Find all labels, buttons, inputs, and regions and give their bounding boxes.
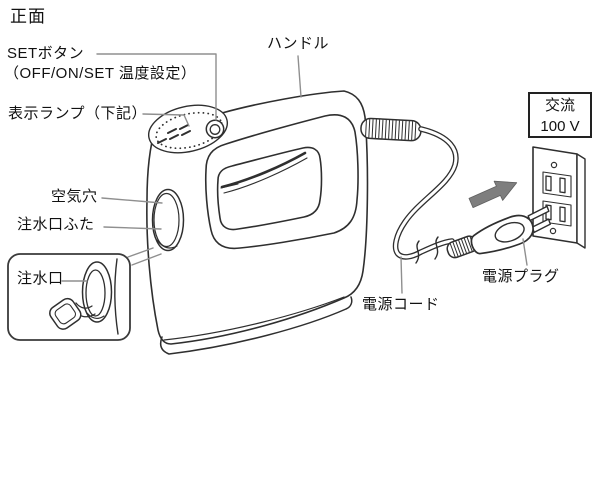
page-title: 正面	[10, 7, 46, 26]
leader-power-plug	[522, 238, 528, 266]
inlet-callout	[7, 247, 162, 341]
ac-voltage-line1: 交流	[544, 97, 575, 114]
outlet-socket-upper	[542, 171, 572, 198]
label-handle: ハンドル	[267, 35, 330, 52]
label-inlet: 注水口	[17, 270, 64, 287]
control-panel	[147, 104, 229, 154]
callout-wedge-lines	[127, 247, 162, 266]
leader-handle	[297, 55, 302, 98]
leader-inlet-lid	[103, 226, 162, 230]
indicator-lamps	[157, 124, 191, 144]
outlet-socket-lower	[542, 200, 572, 227]
label-power-plug: 電源プラグ	[482, 268, 560, 285]
cord-strain-relief	[360, 117, 422, 142]
label-display-lamp: 表示ランプ（下記）	[8, 105, 148, 122]
steamer-body	[146, 90, 369, 355]
label-set-button-line1: SETボタン	[7, 45, 85, 62]
wall-outlet	[532, 146, 586, 249]
label-air-hole: 空気穴	[51, 188, 98, 205]
inlet-detail	[49, 258, 119, 335]
label-power-cord: 電源コード	[362, 296, 440, 313]
leader-set-button	[96, 53, 217, 121]
label-set-button: SETボタン （OFF/ON/SET 温度設定）	[4, 44, 197, 84]
power-plug-drawing	[446, 205, 552, 259]
power-cord-line	[392, 126, 459, 260]
inlet-detail-flap	[49, 297, 82, 330]
base-plate	[159, 296, 353, 355]
plug-grip-hole	[494, 221, 525, 243]
leader-lines	[96, 53, 528, 294]
cord-break-marks	[415, 236, 439, 264]
outlet-plate-side	[576, 153, 586, 249]
label-set-button-line2: （OFF/ON/SET 温度設定）	[4, 65, 197, 82]
set-button	[205, 119, 225, 139]
leader-power-cord	[400, 256, 403, 294]
leader-display-lamp	[142, 113, 190, 127]
label-inlet-lid: 注水口ふた	[17, 216, 95, 233]
inlet-opening-inner	[85, 269, 106, 317]
outlet-screw-top	[550, 161, 558, 169]
handle-opening	[216, 146, 323, 231]
leader-air-hole	[101, 197, 163, 204]
insert-direction-arrow-icon	[468, 180, 518, 209]
ac-voltage-box: 交流 100 V	[528, 92, 592, 138]
handle	[204, 114, 359, 250]
outlet-screw-bottom	[549, 227, 557, 235]
set-button-cap	[209, 124, 221, 135]
water-inlet-lid	[151, 188, 185, 252]
ac-voltage-line2: 100 V	[540, 118, 580, 135]
power-cord-group	[360, 117, 459, 264]
grip-shadow-line	[220, 151, 307, 189]
